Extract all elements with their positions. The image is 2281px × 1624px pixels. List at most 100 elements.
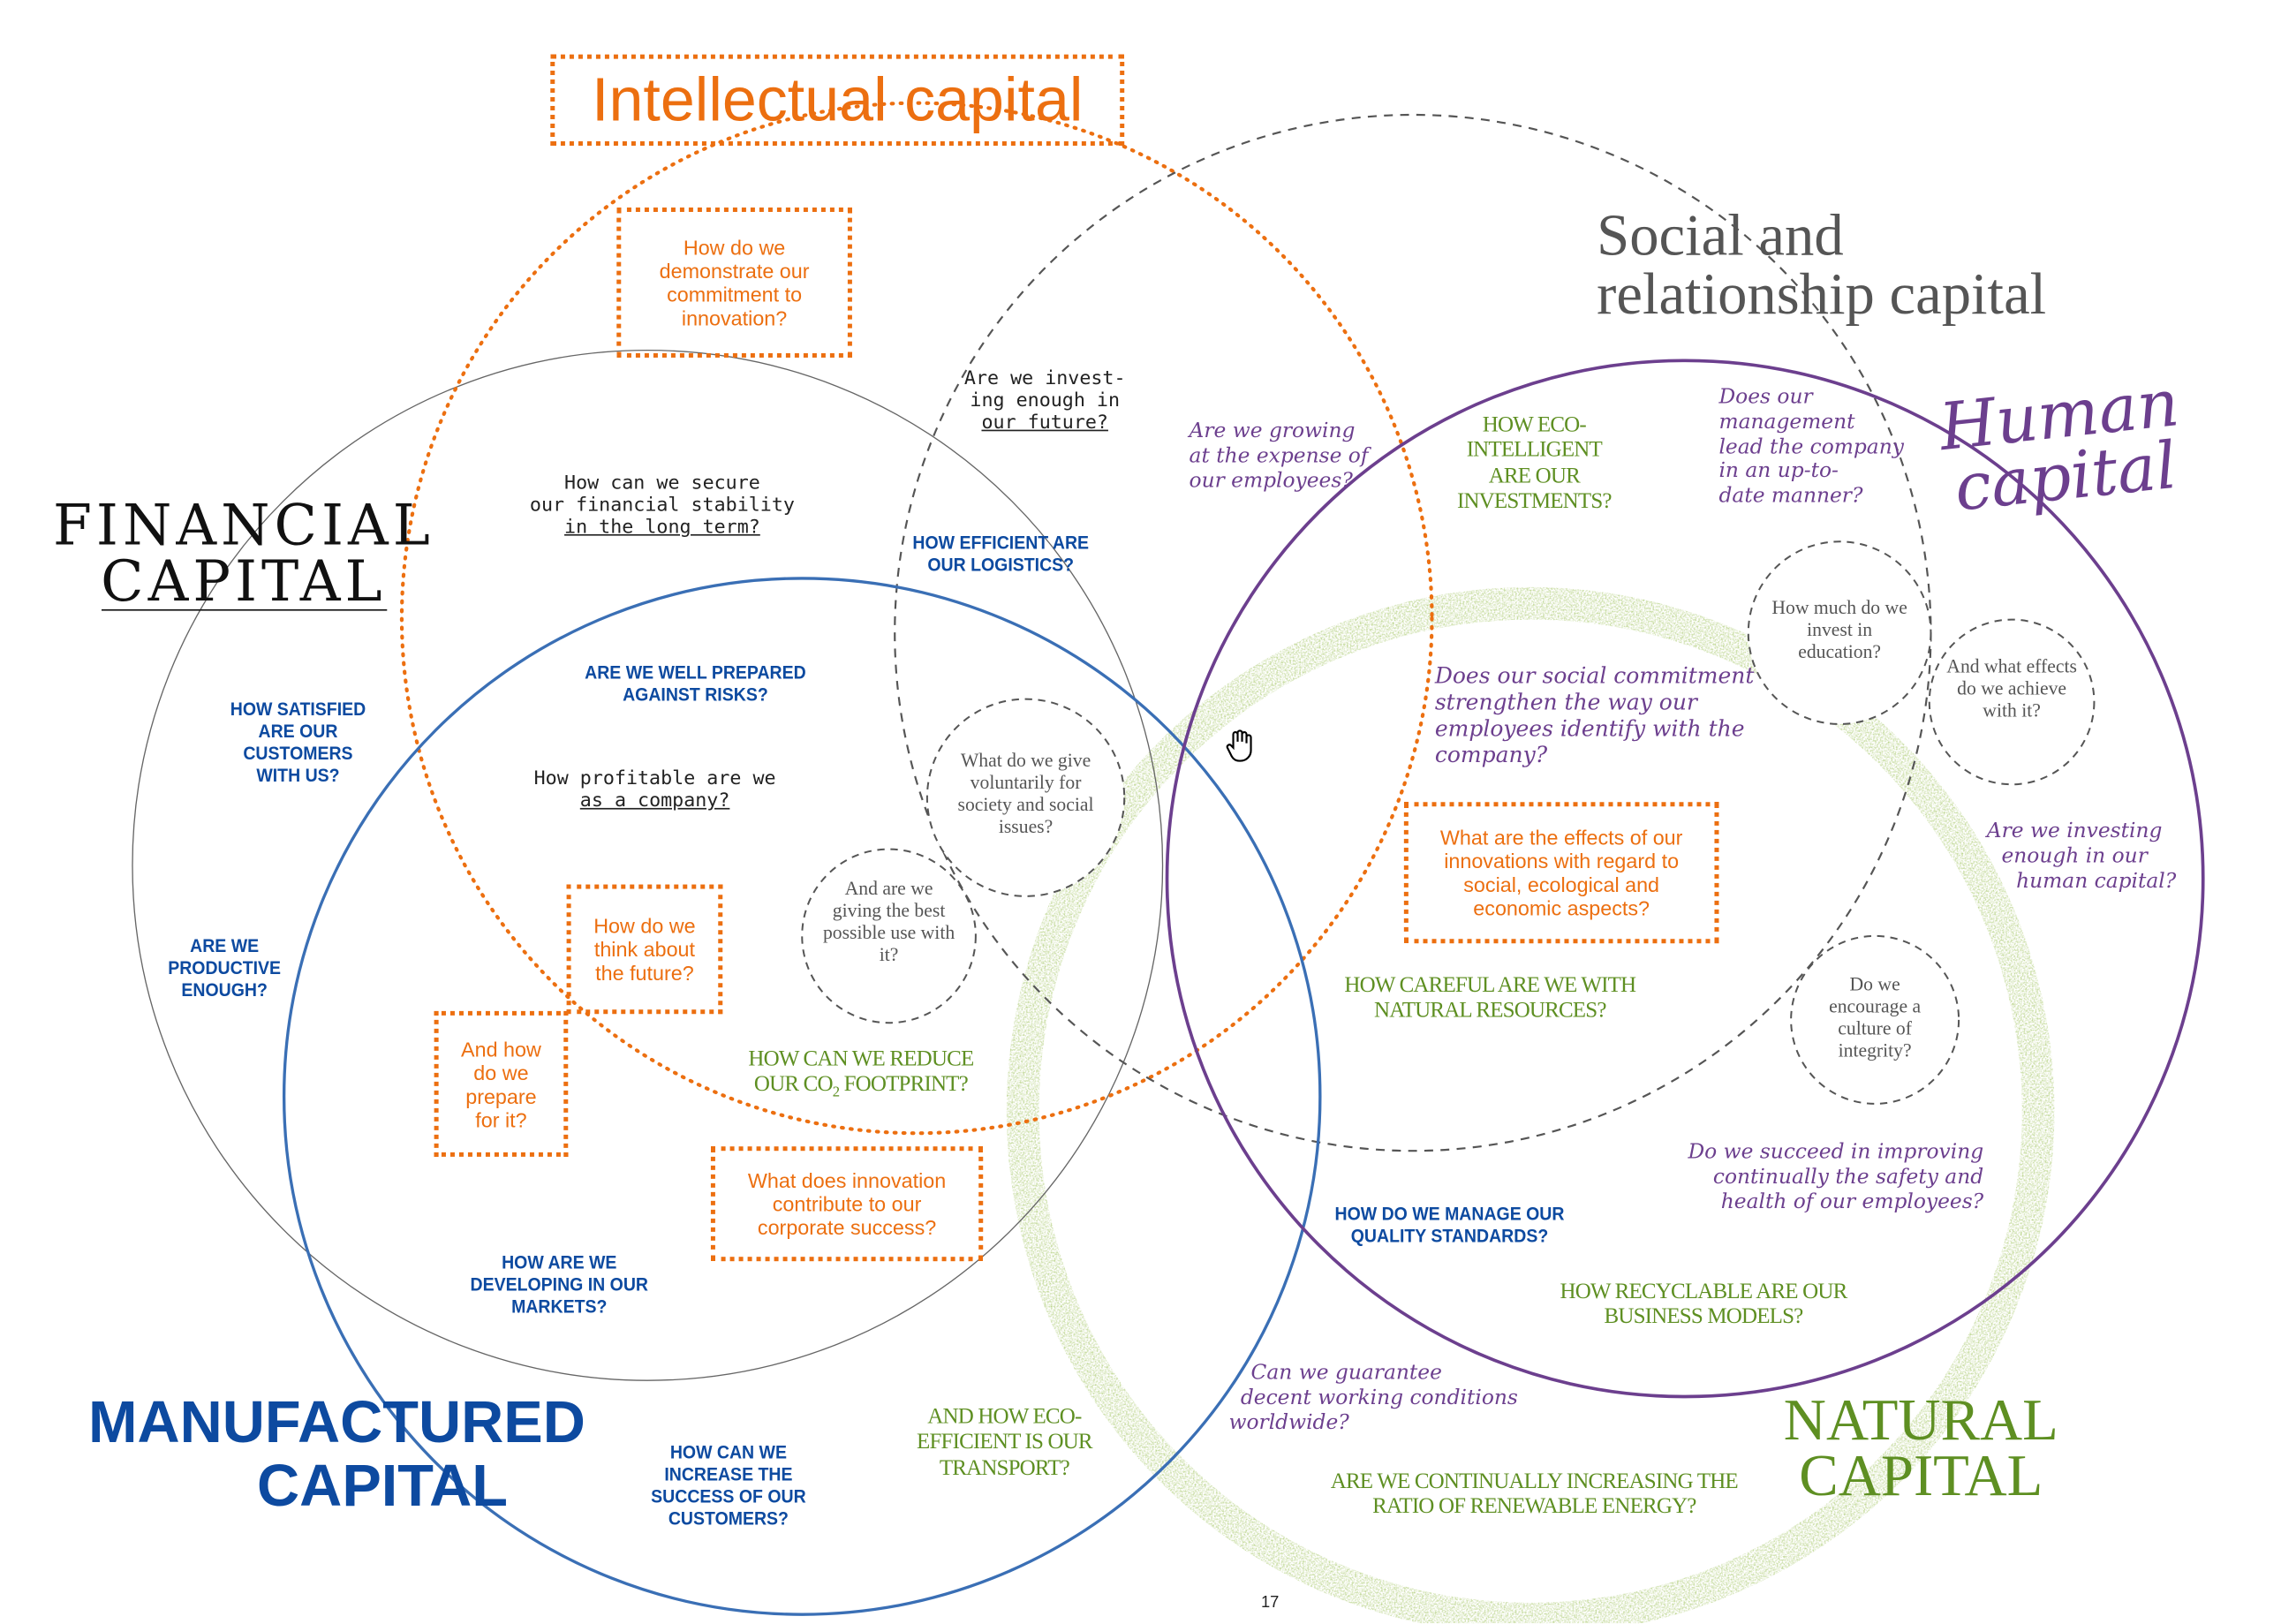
question-voluntary-giving: What do we give voluntarily for society … [957,749,1094,837]
text-line: Can we guarantee [1250,1361,1442,1386]
text-line: at the expense of [1189,443,1369,468]
text-line: our future? [981,412,1108,434]
text-line: How can we secure [564,472,760,495]
title-line: NATURAL [1783,1386,2058,1453]
title-line: MANUFACTURED [87,1390,585,1456]
text-line: management [1718,410,1855,434]
text-line: company? [1434,741,1548,768]
text-line: in the long term? [564,516,760,539]
question-prepare: And how do we prepare for it? [434,1010,569,1157]
text: What does innovation contribute to our c… [747,1168,947,1240]
text-line: health of our employees? [1720,1190,1984,1214]
text-line: QUALITY STANDARDS? [1350,1224,1549,1247]
text-line: ARE OUR [1488,464,1581,488]
social-bubble [1747,540,1932,725]
question-best-use: And are we giving the best possible use … [822,877,955,965]
text-line: Are we investing [1986,820,2163,843]
text-line: Are we invest- [963,367,1126,390]
text-line: Does our [1718,385,1813,410]
title-line: CAPITAL [101,548,387,614]
text-line: NATURAL RESOURCES? [1374,999,1606,1023]
text-line: HOW SATISFIED [230,697,366,720]
title-line: CAPITAL [1799,1442,2043,1509]
text-line: HOW ECO- [1482,413,1587,437]
social-bubble [1790,934,1960,1105]
page-number: 17 [1260,1593,1280,1612]
text-line: human capital? [2016,869,2177,893]
text-line: INVESTMENTS? [1456,489,1613,514]
text-line: Do we succeed in improving [1688,1140,1984,1165]
text-line: HOW RECYCLABLE ARE OUR [1560,1280,1847,1304]
text-line: ARE OUR CUSTOMERS [243,719,353,764]
text-line: HOW CAREFUL ARE WE WITH [1344,974,1636,998]
text-line: Are we growing [1189,419,1356,443]
text-line: employees identify with the [1434,714,1745,742]
text-line: ENOUGH? [181,978,268,1001]
text-line: RATIO OF RENEWABLE ENERGY? [1372,1495,1696,1520]
question-future-thinking: How do we think about the future? [566,884,723,1015]
text-line: decent working conditions [1240,1386,1518,1410]
natural-capital-circle [1007,587,2055,1624]
subscript: 2 [832,1084,840,1101]
text-line: as a company? [579,789,730,812]
text-line: ARE WE [190,934,260,957]
title-line: FINANCIAL [52,493,434,558]
text-line: in an up-to- [1718,459,1839,484]
text-line: HOW CAN WE [669,1440,787,1463]
question-innovation-commitment: How do we demonstrate our commitment to … [616,207,852,358]
text-line: DEVELOPING IN OUR [470,1273,649,1295]
text-line: AND HOW ECO- [927,1405,1082,1430]
text-line: date manner? [1718,484,1863,509]
question-effects: And what effects do we achieve with it? [1946,654,2077,721]
social-bubble [1928,618,2096,786]
title-text: Intellectual capital [592,64,1084,134]
text-line: lead the company [1718,434,1904,459]
text-line: How profitable are we [533,767,776,790]
intellectual-capital-circle [399,101,1434,1136]
text-line: OUR LOGISTICS? [927,553,1075,576]
title-line: relationship capital [1597,260,2047,327]
question-innovation-success: What does innovation contribute to our c… [710,1146,984,1262]
text-line: FOOTPRINT? [839,1073,969,1097]
title-line: CAPITAL [257,1454,508,1519]
text-line: strengthen the way our [1434,688,1697,715]
hand-cursor-icon [1226,729,1252,762]
text-line: INCREASE THE [664,1462,793,1485]
text-line: BUSINESS MODELS? [1604,1305,1804,1330]
text: How do we demonstrate our commitment to … [659,235,810,330]
text-line: HOW CAN WE REDUCE [748,1047,974,1072]
question-education: How much do we invest in education? [1771,595,1907,662]
text-line: our employees? [1189,468,1353,493]
text-line: HOW ARE WE [502,1250,617,1273]
text-line: SUCCESS OF OUR [651,1484,806,1507]
text-line: AGAINST RISKS? [623,683,768,706]
text-line: PRODUCTIVE [168,956,282,979]
text-line: ARE WE CONTINUALLY INCREASING THE [1330,1469,1739,1494]
text-line: enough in our [2001,844,2148,868]
question-integrity: Do we encourage a culture of integrity? [1829,972,1922,1061]
human-capital-circle [1165,359,2205,1399]
